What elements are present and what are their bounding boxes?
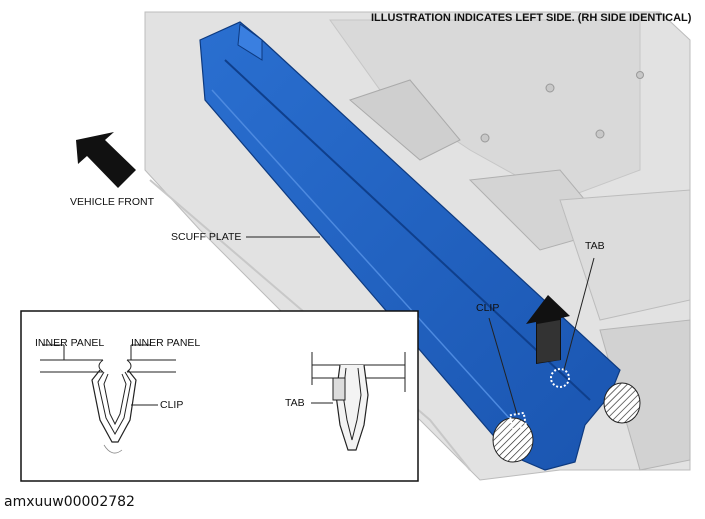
clip-leader-line (488, 317, 518, 415)
clip-marker-icon (508, 411, 528, 431)
inset-tab-label: TAB (285, 397, 305, 409)
illustration-note: ILLUSTRATION INDICATES LEFT SIDE. (RH SI… (371, 12, 692, 24)
scuff-plate-label: SCUFF PLATE (171, 231, 242, 243)
inset-clip-label: CLIP (160, 399, 184, 411)
figure-code: amxuuw00002782 (4, 494, 135, 510)
clip-cross-section (40, 344, 176, 454)
inset-inner-panel-right-label: INNER PANEL (131, 337, 201, 349)
clip-hatch-left (492, 417, 534, 463)
tab-label: TAB (585, 240, 605, 252)
clip-label: CLIP (476, 302, 500, 314)
tab-marker-icon (550, 368, 570, 388)
clip-hatch-right (603, 382, 641, 424)
vehicle-front-label: VEHICLE FRONT (70, 196, 155, 208)
tab-leader-line (563, 257, 595, 371)
inset-inner-panel-left-label: INNER PANEL (35, 337, 105, 349)
tab-cross-section (311, 352, 406, 451)
detail-inset (20, 310, 419, 482)
direction-arrow-icon (76, 132, 136, 188)
